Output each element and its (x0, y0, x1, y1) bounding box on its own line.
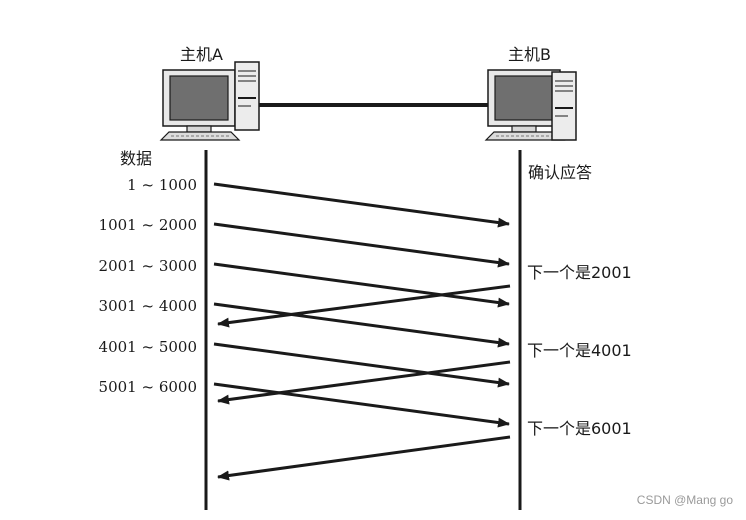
data-arrow-2 (214, 224, 509, 264)
ack-label-1: 下一个是2001 (527, 263, 632, 282)
ack-arrows (218, 286, 510, 477)
data-arrow-3 (214, 264, 509, 304)
ack-labels: 下一个是2001 下一个是4001 下一个是6001 (527, 263, 632, 438)
host-a-label: 主机A (180, 45, 223, 64)
segment-label-5: 4001 ~ 5000 (99, 338, 197, 356)
segment-label-3: 2001 ~ 3000 (99, 257, 197, 275)
ack-arrow-3 (218, 437, 510, 477)
segment-labels: 1 ~ 1000 1001 ~ 2000 2001 ~ 3000 3001 ~ … (99, 176, 197, 396)
data-column-header: 数据 (120, 149, 152, 168)
segment-label-4: 3001 ~ 4000 (99, 297, 197, 315)
segment-label-2: 1001 ~ 2000 (99, 216, 197, 234)
host-b-computer-icon (486, 70, 576, 140)
ack-arrow-2 (218, 362, 510, 401)
ack-arrow-1 (218, 286, 510, 324)
ack-label-3: 下一个是6001 (527, 419, 632, 438)
data-arrow-5 (214, 344, 509, 384)
host-a-computer-icon (161, 62, 259, 140)
data-arrow-6 (214, 384, 509, 424)
segment-label-1: 1 ~ 1000 (127, 176, 197, 194)
ack-label-2: 下一个是4001 (527, 341, 632, 360)
data-arrow-1 (214, 184, 509, 224)
watermark: CSDN @Mang go (637, 493, 734, 507)
segment-label-6: 5001 ~ 6000 (99, 378, 197, 396)
host-b-label: 主机B (508, 45, 551, 64)
data-arrow-4 (214, 304, 509, 344)
ack-column-header: 确认应答 (528, 163, 592, 182)
